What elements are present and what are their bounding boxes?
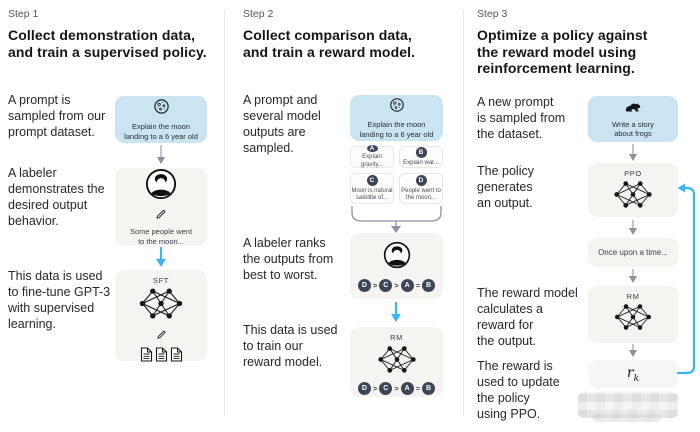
step-2-paragraph-3: This data is used to train our reward mo… [243, 323, 338, 369]
step-1-paragraph-1: A prompt is sampled from our prompt data… [8, 93, 106, 139]
documents-icon [140, 347, 183, 362]
rank-badge: B [422, 382, 436, 395]
cyan-arrow-down-icon [389, 302, 403, 329]
column-divider [463, 10, 464, 416]
step-3-paragraph-1: A new prompt is sampled from the dataset… [477, 95, 566, 141]
step-3-paragraph-2: The policy generates an output. [477, 164, 534, 210]
column-divider [224, 10, 225, 416]
step-2-paragraph-2: A labeler ranks the outputs from best to… [243, 236, 334, 282]
rank-operator: > [394, 280, 399, 290]
rank-badge: C [379, 278, 393, 292]
step-2-label: Step 2 [243, 8, 274, 20]
step-1-labeler-box: Some people went to the moon... [115, 168, 207, 246]
step-2-heading: Collect comparison data, and train a rew… [243, 27, 416, 60]
output-b-box: B Explain war... [399, 146, 443, 168]
frog-icon [624, 100, 642, 118]
rank-badge: C [379, 382, 393, 395]
arrow-down-icon [155, 145, 167, 171]
merge-brace-arrow-icon [350, 205, 443, 239]
output-d-text: People went to the moon... [401, 187, 441, 202]
rank-badge: A [400, 382, 414, 395]
cyan-arrow-down-icon [154, 247, 168, 274]
ranking-row: D > C > A = B [357, 278, 436, 292]
rank-badge: B [422, 278, 436, 292]
pencil-icon [155, 207, 167, 225]
ranking-row: D > C > A = B [357, 382, 436, 395]
step-3-heading: Optimize a policy against the reward mod… [477, 27, 648, 76]
arrow-down-icon [627, 220, 639, 242]
step-3-prompt-text: Write a story about frogs [612, 119, 654, 139]
labeler-icon [145, 168, 177, 205]
arrow-down-icon [627, 269, 639, 290]
step-1-prompt-box: Explain the moon landing to a 6 year old [115, 96, 207, 143]
step-3-output-text: Once upon a time... [598, 248, 668, 257]
output-b-text: Explain war... [403, 159, 439, 166]
output-d-badge: D [415, 174, 427, 186]
feedback-loop-arrow-icon [674, 180, 700, 387]
step-1-label: Step 1 [8, 8, 39, 20]
rm-label: RM [626, 292, 640, 301]
rank-operator: > [394, 384, 399, 393]
neural-network-icon [613, 180, 653, 214]
step-3-output-box: Once upon a time... [588, 238, 678, 267]
rank-operator: > [372, 280, 378, 290]
step-3-paragraph-3: The reward model calculates a reward for… [477, 286, 578, 348]
rm-label: RM [390, 333, 403, 342]
rank-operator: = [415, 280, 421, 290]
output-b-badge: B [415, 147, 427, 158]
ppo-label: PPO [624, 169, 642, 178]
rank-operator: > [372, 384, 378, 393]
step-3-label: Step 3 [477, 8, 508, 20]
sft-label: SFT [153, 276, 169, 285]
moon-icon [153, 98, 170, 120]
arrow-down-icon [627, 144, 639, 168]
output-a-text: Explain gravity... [360, 154, 384, 168]
step-3-rm-box: RM [588, 286, 678, 343]
rank-operator: = [415, 384, 421, 393]
labeler-icon [383, 241, 411, 274]
step-1-paragraph-2: A labeler demonstrates the desired outpu… [8, 166, 105, 228]
moon-icon [389, 97, 405, 118]
step-1-heading: Collect demonstration data, and train a … [8, 27, 207, 60]
pencil-icon [156, 327, 167, 345]
step-2-prompt-box: Explain the moon landing to a 6 year old [350, 95, 443, 141]
neural-network-icon [614, 303, 652, 336]
reward-value: rk [626, 364, 640, 384]
output-c-badge: C [366, 174, 378, 186]
output-c-box: C Moon is natural satellite of... [350, 173, 394, 204]
rank-badge: D [357, 278, 371, 292]
neural-network-icon [139, 287, 183, 325]
neural-network-icon [377, 345, 417, 379]
output-d-box: D People went to the moon... [399, 173, 443, 204]
step-3-reward-box: rk [588, 360, 678, 388]
arrow-down-icon [627, 344, 639, 364]
step-2-labeler-box: D > C > A = B [350, 233, 443, 299]
step-1-prompt-text: Explain the moon landing to a 6 year old [124, 122, 198, 141]
step-3-prompt-box: Write a story about frogs [588, 96, 678, 142]
step-1-sft-box: SFT [115, 270, 207, 362]
rank-badge: D [357, 382, 371, 395]
rank-badge: A [400, 278, 414, 292]
step-2-prompt-text: Explain the moon landing to a 6 year old [359, 120, 434, 139]
step-3-paragraph-4: The reward is used to update the policy … [477, 359, 560, 421]
step-2-paragraph-1: A prompt and several model outputs are s… [243, 93, 321, 155]
step-2-rm-box: RM D > C > A = B [350, 327, 443, 397]
step-1-paragraph-3: This data is used to fine-tune GPT-3 wit… [8, 269, 111, 331]
redacted-watermark [578, 392, 678, 418]
output-a-box: A Explain gravity... [350, 145, 394, 168]
redacted-watermark [592, 408, 662, 422]
step-1-demonstration-text: Some people went to the moon... [129, 227, 193, 246]
output-c-text: Moon is natural satellite of... [351, 187, 393, 202]
output-a-badge: A [366, 145, 378, 152]
step-3-ppo-box: PPO [588, 163, 678, 217]
